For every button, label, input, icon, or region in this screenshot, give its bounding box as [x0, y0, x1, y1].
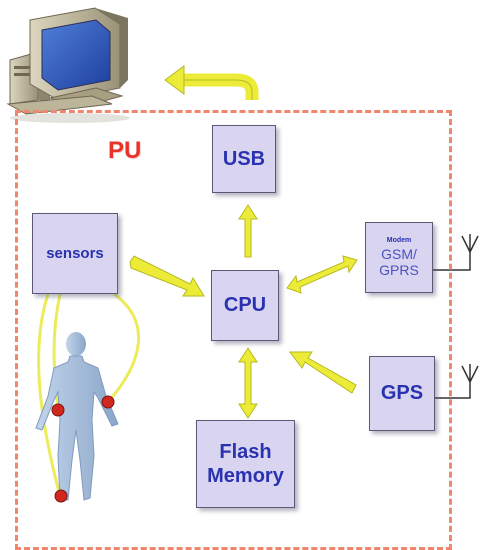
- usb-label: USB: [222, 147, 266, 170]
- gsm-label-line2: GPRS: [379, 262, 419, 278]
- sensor-wires: [37, 292, 140, 497]
- sensors-label: sensors: [46, 245, 104, 262]
- modem-caption: Modem: [386, 237, 412, 244]
- arrow-cpu-flash: [238, 347, 258, 419]
- gps-antenna-icon: [435, 364, 479, 399]
- flash-label-line2: Memory: [207, 465, 284, 487]
- sensor-dots: [51, 395, 115, 503]
- cpu-node: CPU: [211, 270, 279, 341]
- arrow-cpu-to-usb: [238, 204, 258, 258]
- human-figure-icon: [35, 332, 119, 501]
- flash-memory-node: Flash Memory: [196, 420, 295, 508]
- desktop-computer-icon: [6, 7, 130, 123]
- arrow-usb-to-computer: [164, 65, 259, 100]
- gps-node: GPS: [369, 356, 435, 431]
- arrow-sensors-to-cpu: [129, 255, 205, 297]
- antenna-icon: [433, 234, 479, 271]
- gsm-gprs-modem-node: Modem GSM/ GPRS: [365, 222, 433, 293]
- gps-label: GPS: [380, 382, 424, 404]
- arrow-cpu-gsm: [286, 255, 358, 294]
- sensors-node: sensors: [32, 213, 118, 294]
- usb-node: USB: [212, 125, 276, 193]
- cpu-label: CPU: [223, 294, 267, 316]
- gsm-label-line1: GSM/: [381, 246, 417, 262]
- arrow-gps-to-cpu: [289, 351, 357, 394]
- flash-label-line1: Flash: [219, 441, 272, 463]
- pu-label: PU: [108, 137, 142, 164]
